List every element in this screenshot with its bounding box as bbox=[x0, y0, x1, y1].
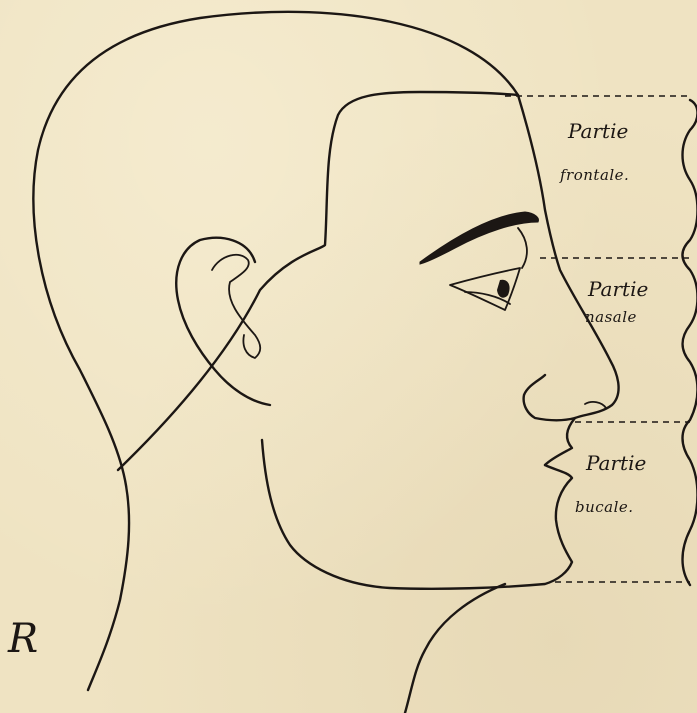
nostril bbox=[585, 402, 606, 408]
hairline bbox=[118, 92, 518, 470]
eyebrow bbox=[420, 212, 538, 264]
pupil bbox=[497, 280, 510, 298]
label-nasal: Partie nasale bbox=[585, 277, 648, 326]
label-nasal-title: Partie bbox=[587, 277, 648, 301]
label-frontal: Partie frontale. bbox=[559, 119, 629, 184]
label-nasal-subtitle: nasale bbox=[585, 308, 637, 326]
upper-lip bbox=[545, 418, 575, 465]
label-buccal: Partie bucale. bbox=[575, 451, 646, 516]
ear-inner bbox=[212, 255, 260, 358]
lower-lip-chin bbox=[262, 440, 572, 589]
face-profile bbox=[518, 95, 619, 420]
neck-front bbox=[405, 584, 505, 713]
ear-outer bbox=[176, 238, 270, 405]
label-buccal-title: Partie bbox=[585, 451, 646, 475]
label-frontal-subtitle: frontale. bbox=[559, 166, 629, 184]
label-frontal-title: Partie bbox=[567, 119, 628, 143]
label-buccal-subtitle: bucale. bbox=[575, 498, 634, 516]
brow-ridge bbox=[518, 228, 527, 268]
zone-bracket bbox=[683, 100, 697, 585]
artist-signature: R bbox=[7, 616, 38, 662]
